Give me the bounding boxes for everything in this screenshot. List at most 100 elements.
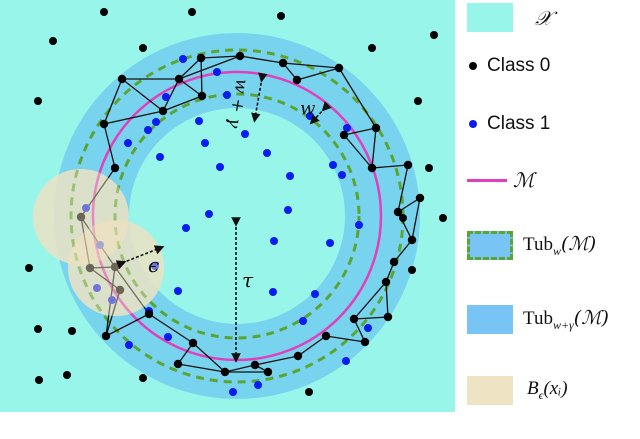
graph-edge — [89, 267, 121, 291]
graph-edge — [105, 289, 121, 337]
class0-graph-node — [173, 359, 183, 369]
graph-edge — [353, 281, 387, 320]
legend-item-class1: Class 1 — [467, 113, 550, 135]
class1-point — [223, 91, 231, 99]
class0-graph-node — [278, 58, 288, 68]
class1-point — [108, 296, 116, 304]
legend-label: Bϵ(xᵢ) — [527, 378, 568, 402]
class0-graph-node — [115, 285, 125, 295]
class0-point — [34, 325, 42, 333]
graph-edge — [371, 164, 409, 169]
graph-edge — [397, 197, 421, 213]
graph-edge — [162, 78, 180, 112]
graph-edge — [200, 55, 241, 59]
class1-point — [311, 290, 319, 298]
class1-point — [205, 210, 213, 218]
graph-edge — [353, 318, 366, 343]
class1-point — [299, 317, 307, 325]
legend-item-input-space: 𝒳 — [467, 3, 552, 32]
class0-point — [188, 8, 196, 16]
graph-edge — [411, 197, 421, 241]
class0-graph-node — [85, 263, 95, 273]
class1-point — [338, 171, 346, 179]
class1-point — [93, 284, 101, 292]
class0-graph-node — [415, 193, 425, 203]
epsilon-arrow — [115, 245, 165, 270]
legend-label: ℳ — [513, 168, 535, 192]
graph-edge — [177, 363, 226, 373]
class0-dot-icon — [469, 62, 477, 70]
graph-edge — [282, 62, 340, 69]
class1-point — [286, 172, 294, 180]
class0-point — [49, 37, 57, 45]
class0-graph-node — [393, 207, 403, 217]
graph-edge — [343, 127, 377, 136]
graph-edge — [80, 216, 91, 269]
graph-edge — [371, 127, 377, 169]
eps-ball-swatch — [467, 376, 513, 405]
class0-graph-node — [110, 163, 120, 173]
legend-item-manifold: ℳ — [467, 168, 534, 192]
class0-point — [35, 376, 43, 384]
class0-graph-node — [360, 337, 370, 347]
graph-edge — [224, 364, 256, 373]
legend-label: Class 0 — [487, 55, 551, 76]
class0-graph-node — [321, 331, 331, 341]
class1-point — [174, 287, 182, 295]
w-label: w — [300, 98, 316, 119]
class1-point — [326, 239, 334, 247]
legend-label: 𝒳 — [535, 5, 553, 30]
manifold-line-icon — [467, 178, 507, 182]
epsilon-label: ϵ — [148, 253, 159, 277]
graph-edge — [103, 110, 164, 125]
graph-edge — [200, 57, 203, 97]
class1-point — [329, 161, 337, 169]
graph-edge — [338, 67, 377, 129]
class0-point — [25, 264, 33, 272]
class0-point — [34, 97, 42, 105]
class0-graph-node — [381, 277, 391, 287]
graph-edge — [121, 78, 164, 112]
epsilon-ball-overlay — [33, 169, 129, 265]
legend-label: Tubw+γ(ℳ) — [523, 306, 609, 332]
class0-point — [63, 371, 71, 379]
class1-point — [216, 163, 224, 171]
class0-graph-node — [101, 331, 111, 341]
graph-edge — [343, 134, 373, 169]
class1-point — [343, 124, 351, 132]
class0-graph-node — [174, 74, 184, 84]
class0-point — [139, 44, 147, 52]
class0-point — [68, 327, 76, 335]
class1-point — [152, 118, 160, 126]
legend: 𝒳 Class 0 Class 1 ℳ Tubw(ℳ) Tubw+γ(ℳ) Bϵ… — [467, 0, 640, 439]
class1-point — [162, 93, 170, 101]
class0-graph-node — [250, 360, 260, 370]
class1-point — [269, 288, 277, 296]
class1-point — [213, 68, 221, 76]
class0-point — [408, 266, 416, 274]
class0-graph-node — [220, 367, 230, 377]
class1-point — [241, 130, 249, 138]
graph-edge — [178, 78, 203, 97]
class0-graph-node — [349, 314, 359, 324]
legend-item-class0: Class 0 — [467, 55, 550, 77]
class0-graph-node — [144, 309, 154, 319]
class1-point — [229, 388, 237, 396]
class0-point — [414, 97, 422, 105]
legend-label: Tubw(ℳ) — [523, 232, 597, 258]
graph-edge — [296, 67, 340, 81]
class0-graph-node — [158, 106, 168, 116]
class0-point — [399, 214, 407, 222]
graph-edge — [397, 164, 409, 213]
graph-edge — [393, 239, 413, 263]
tube-w-inner-boundary — [113, 92, 361, 340]
class1-point — [124, 139, 132, 147]
class1-point — [284, 206, 292, 214]
tube-inner-hole — [129, 108, 345, 324]
tub-w-swatch — [467, 231, 513, 260]
class1-point — [270, 237, 278, 245]
w-plus-gamma-arrow — [251, 72, 268, 123]
class1-point — [342, 357, 350, 365]
class0-graph-node — [117, 74, 127, 84]
class0-graph-nodes — [76, 51, 425, 377]
